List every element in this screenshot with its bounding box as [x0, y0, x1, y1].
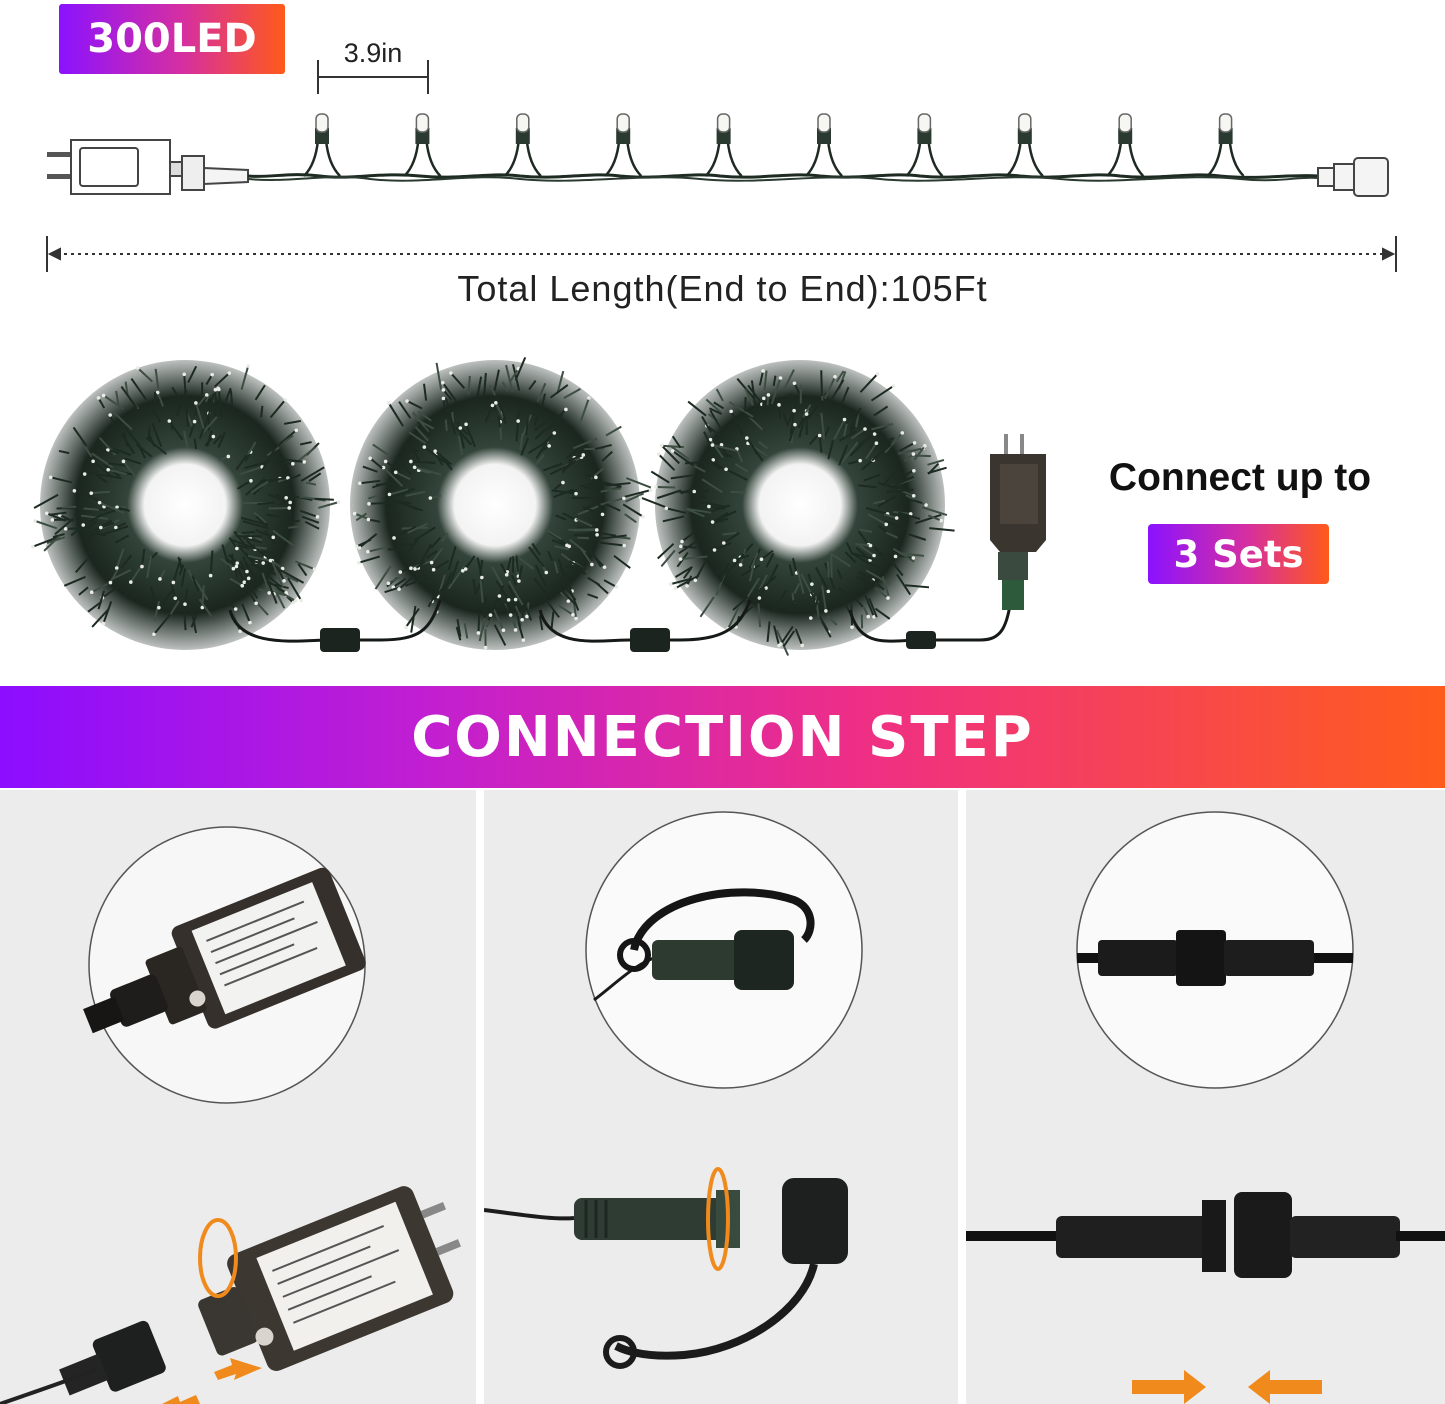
led-bulb-icon	[805, 113, 843, 177]
three-sets-badge: 3 Sets	[1148, 524, 1329, 584]
step-panel-cap	[484, 790, 958, 1404]
led-bulb-icon	[1106, 113, 1145, 177]
led-bulb-icon	[604, 113, 643, 177]
end-connector-icon	[1317, 157, 1389, 197]
total-length-dimension	[46, 236, 1397, 272]
led-bulb-icon	[1206, 113, 1245, 177]
led-bulb-icon	[1005, 113, 1044, 177]
plug-icon	[47, 139, 249, 195]
connection-step-title: CONNECTION STEP	[411, 704, 1034, 770]
bulb-row	[303, 113, 1245, 177]
step-panel-join	[966, 790, 1445, 1404]
push-arrow-icons	[1132, 1370, 1322, 1404]
led-bulb-icon	[403, 113, 442, 177]
connection-step-banner: CONNECTION STEP	[0, 686, 1445, 788]
connector-join-icon	[966, 811, 1445, 1404]
light-coil-icon	[350, 356, 653, 650]
coiled-sets-illustration	[31, 356, 1046, 656]
total-length-label: Total Length(End to End):105Ft	[457, 268, 988, 309]
light-coil-icon	[31, 360, 341, 650]
step-panel-adapter	[0, 790, 476, 1404]
light-string-diagram	[46, 60, 1397, 272]
push-arrow-icons	[162, 1358, 262, 1404]
link-connectors	[320, 628, 936, 652]
waterproof-cap-icon	[484, 811, 863, 1369]
connect-up-to-text: Connect up to	[1108, 456, 1372, 499]
led-count-badge: 300LED	[59, 4, 285, 74]
light-coil-icon	[638, 360, 955, 656]
led-bulb-icon	[503, 113, 542, 177]
power-adapter-icon	[0, 826, 461, 1404]
bulb-spacing-label: 3.9in	[343, 38, 403, 68]
led-bulb-icon	[303, 113, 341, 177]
led-bulb-icon	[905, 113, 944, 177]
power-adapter-icon	[990, 434, 1046, 610]
spacing-bracket	[317, 60, 429, 94]
led-bulb-icon	[704, 113, 743, 177]
